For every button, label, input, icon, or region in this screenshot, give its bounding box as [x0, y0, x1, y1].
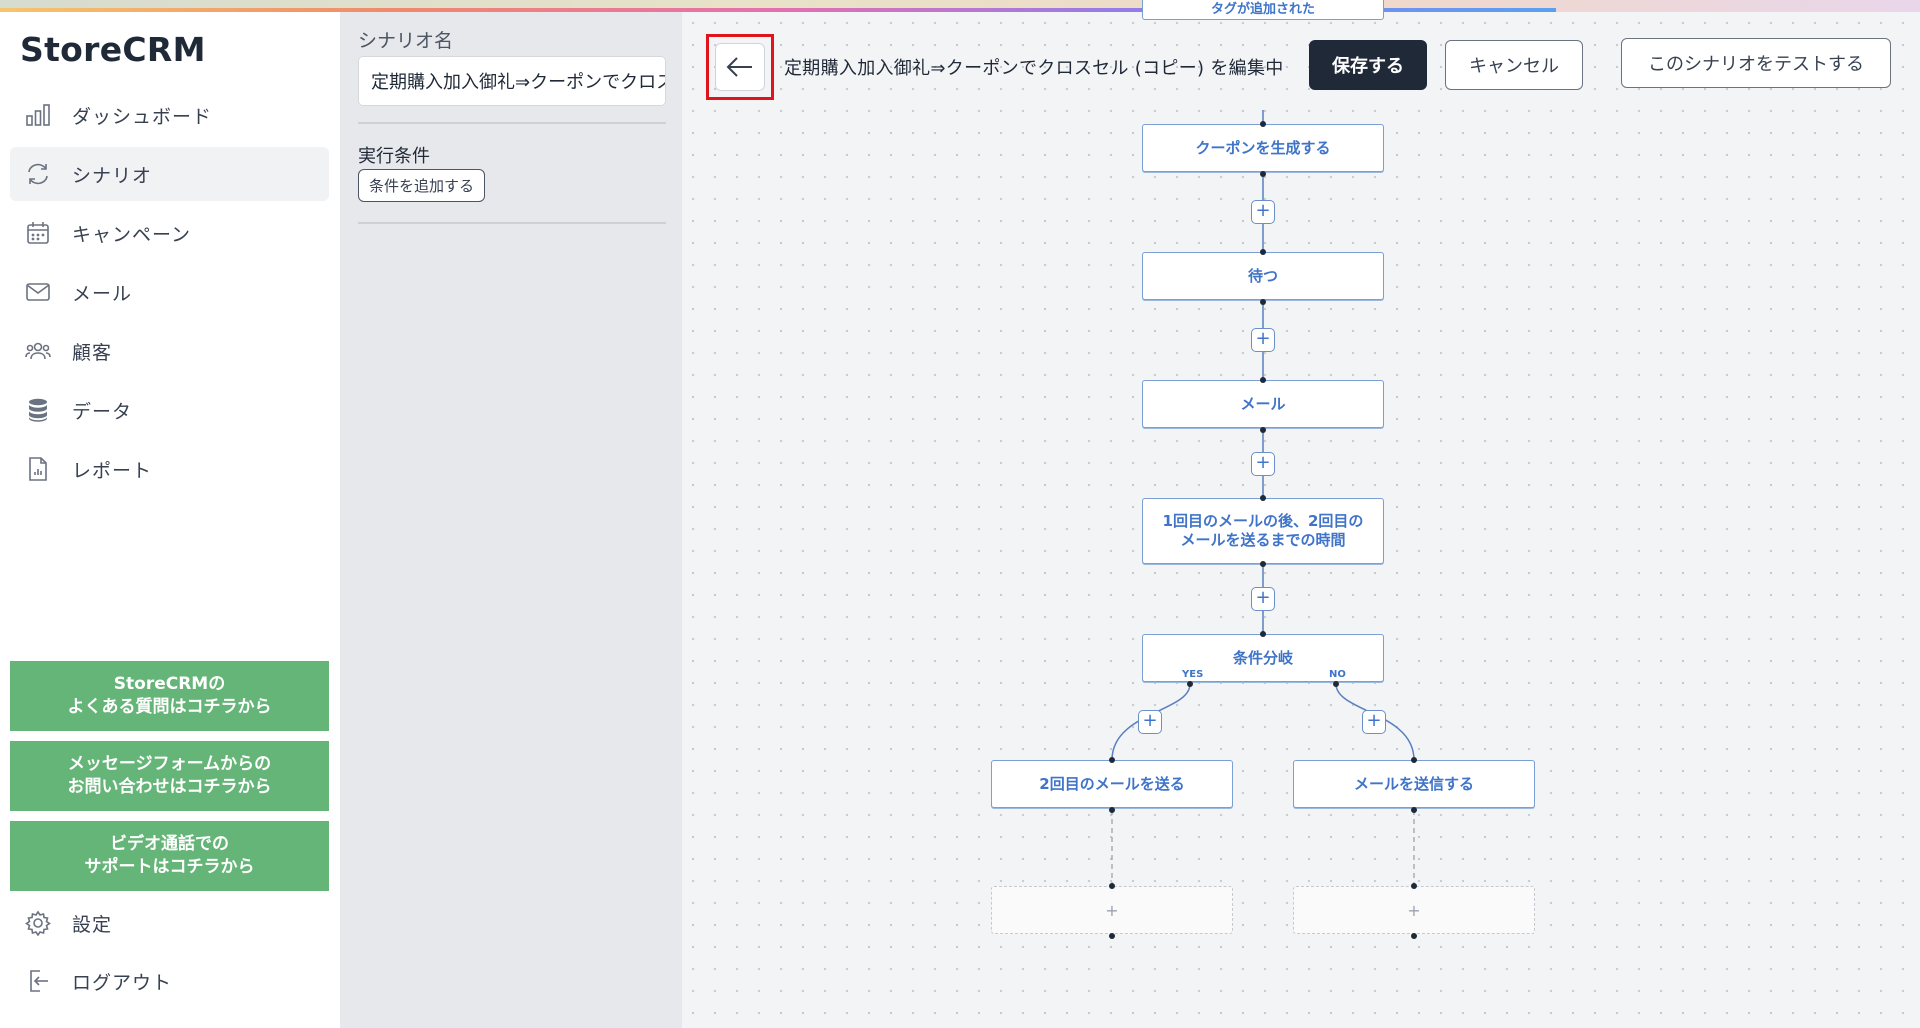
connector-dot [1411, 807, 1417, 813]
back-button-highlight [706, 34, 774, 100]
video-button-line2: サポートはコチラから [84, 857, 255, 877]
add-step-button[interactable]: + [1251, 328, 1275, 352]
app-logo: StoreCRM [20, 30, 206, 69]
save-button[interactable]: 保存する [1309, 40, 1427, 90]
sidebar-item-label: 顧客 [72, 341, 113, 364]
sidebar-item-mail[interactable]: メール [10, 265, 329, 319]
branch-yes-label: YES [1182, 669, 1204, 680]
flow-node-send-second-mail[interactable]: 2回目のメールを送る [991, 760, 1233, 808]
add-step-button[interactable]: + [1251, 200, 1275, 224]
branch-no-label: NO [1329, 669, 1346, 680]
sidebar-item-settings[interactable]: 設定 [10, 896, 329, 950]
connector-dot [1260, 249, 1266, 255]
connector-dot [1260, 171, 1266, 177]
bar-chart-icon [24, 101, 52, 129]
flow-node-send-mail[interactable]: メールを送信する [1293, 760, 1535, 808]
connector-dot [1187, 681, 1193, 687]
connector-dot [1260, 299, 1266, 305]
back-button[interactable] [715, 43, 765, 91]
test-scenario-button[interactable]: このシナリオをテストする [1621, 38, 1891, 88]
sidebar: StoreCRM ダッシュボード シナリオ キャンペーン メール 顧客 データ … [0, 12, 340, 1028]
sidebar-item-logout[interactable]: ログアウト [10, 954, 329, 1008]
logout-label: ログアウト [72, 971, 173, 994]
loading-progress-bar [0, 8, 1556, 12]
flow-node-generate-coupon[interactable]: クーポンを生成する [1142, 124, 1384, 172]
video-button-line1: ビデオ通話での [110, 834, 229, 854]
connector-dot [1109, 883, 1115, 889]
sidebar-item-label: メール [72, 282, 133, 305]
faq-button-line2: よくある質問はコチラから [67, 697, 272, 717]
connector-dot [1411, 933, 1417, 939]
mail-icon [24, 278, 52, 306]
add-step-button[interactable]: + [1251, 452, 1275, 476]
sidebar-item-label: シナリオ [72, 164, 153, 187]
connector-dot [1260, 377, 1266, 383]
add-step-button[interactable]: + [1251, 587, 1275, 611]
sidebar-item-report[interactable]: レポート [10, 442, 329, 496]
flow-node-empty-yes[interactable]: + [991, 886, 1233, 934]
sidebar-item-customers[interactable]: 顧客 [10, 324, 329, 378]
arrow-left-icon [726, 57, 752, 77]
logout-icon [24, 967, 52, 995]
connector-dot [1109, 757, 1115, 763]
connector-dot [1260, 427, 1266, 433]
add-step-button-no[interactable]: + [1362, 710, 1386, 734]
flow-node-interval[interactable]: 1回目のメールの後、2回目のメールを送るまでの時間 [1142, 498, 1384, 564]
contact-button-line1: メッセージフォームからの [67, 754, 272, 774]
connector-dot [1109, 807, 1115, 813]
editing-title: 定期購入加入御礼⇒クーポンでクロスセル (コピー) を編集中 [784, 58, 1284, 79]
database-icon [24, 396, 52, 424]
connector-dot [1411, 757, 1417, 763]
calendar-icon [24, 219, 52, 247]
flow-canvas[interactable]: クーポンを生成する 待つ メール 1回目のメールの後、2回目のメールを送るまでの… [682, 12, 1920, 1028]
users-icon [24, 337, 52, 365]
browser-top-strip [0, 0, 1920, 12]
connector-dot [1260, 561, 1266, 567]
report-icon [24, 455, 52, 483]
sidebar-item-label: データ [72, 400, 133, 423]
divider [358, 122, 666, 124]
connector-dot [1260, 631, 1266, 637]
sidebar-item-campaign[interactable]: キャンペーン [10, 206, 329, 260]
flow-node-mail[interactable]: メール [1142, 380, 1384, 428]
gear-icon [24, 909, 52, 937]
connector-dot [1333, 681, 1339, 687]
scenario-name-label: シナリオ名 [358, 30, 454, 52]
sidebar-item-dashboard[interactable]: ダッシュボード [10, 88, 329, 142]
video-support-button[interactable]: ビデオ通話での サポートはコチラから [10, 821, 329, 891]
sidebar-nav: ダッシュボード シナリオ キャンペーン メール 顧客 データ レポート [10, 88, 329, 501]
refresh-icon [24, 160, 52, 188]
connector-dot [1260, 121, 1266, 127]
cancel-button[interactable]: キャンセル [1445, 40, 1583, 90]
contact-button-line2: お問い合わせはコチラから [67, 777, 272, 797]
faq-button-line1: StoreCRMの [113, 674, 226, 694]
divider [358, 222, 666, 224]
sidebar-item-label: ダッシュボード [72, 105, 213, 128]
contact-form-button[interactable]: メッセージフォームからの お問い合わせはコチラから [10, 741, 329, 811]
sidebar-item-scenario[interactable]: シナリオ [10, 147, 329, 201]
execution-conditions-label: 実行条件 [358, 146, 430, 167]
flow-node-tag-added[interactable]: タグが追加された [1142, 0, 1384, 20]
connector-dot [1411, 883, 1417, 889]
add-step-button-yes[interactable]: + [1138, 710, 1162, 734]
scenario-settings-panel: シナリオ名 定期購入加入御礼⇒クーポンでクロスセル 実行条件 条件を追加する [340, 12, 682, 1028]
faq-button[interactable]: StoreCRMの よくある質問はコチラから [10, 661, 329, 731]
sidebar-item-label: キャンペーン [72, 223, 192, 246]
add-condition-button[interactable]: 条件を追加する [358, 169, 486, 202]
flow-node-condition-branch[interactable]: 条件分岐 [1142, 634, 1384, 682]
settings-label: 設定 [72, 913, 113, 936]
sidebar-item-data[interactable]: データ [10, 383, 329, 437]
connector-dot [1109, 933, 1115, 939]
flow-node-wait[interactable]: 待つ [1142, 252, 1384, 300]
connector-dot [1260, 495, 1266, 501]
flow-node-empty-no[interactable]: + [1293, 886, 1535, 934]
sidebar-item-label: レポート [72, 459, 153, 482]
scenario-name-input[interactable]: 定期購入加入御礼⇒クーポンでクロスセル [358, 56, 666, 106]
